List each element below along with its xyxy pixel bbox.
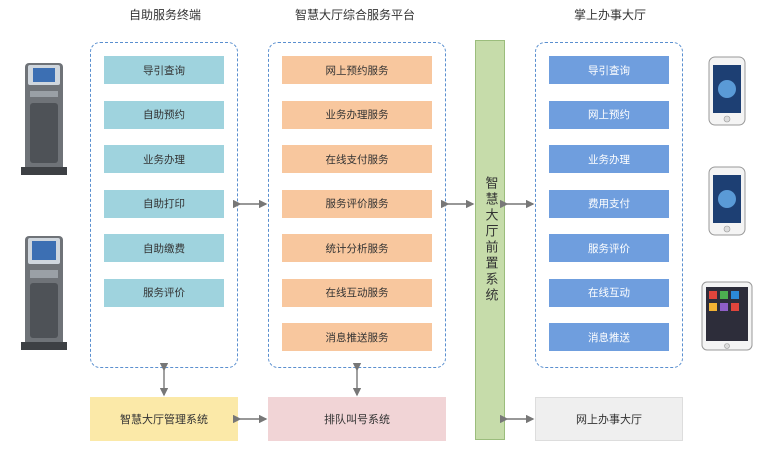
self-service-item-label: 自助打印: [143, 198, 185, 210]
platform-item-5: 统计分析服务: [282, 234, 432, 262]
self-service-item-label: 服务评价: [143, 287, 185, 299]
mobile-panel: [535, 42, 683, 368]
kiosk-icon: [21, 236, 67, 350]
mobile-item-3: 业务办理: [549, 145, 669, 173]
platform-item-label: 服务评价服务: [325, 198, 389, 210]
management-system-label: 智慧大厅管理系统: [120, 413, 208, 426]
self-service-item-label: 自助预约: [143, 109, 185, 121]
platform-item-1: 网上预约服务: [282, 56, 432, 84]
platform-item-label: 消息推送服务: [325, 331, 389, 344]
platform-item-6: 在线互动服务: [282, 278, 432, 307]
mobile-item-label: 导引查询: [588, 64, 630, 77]
front-system-label: 智慧大厅前置系统: [482, 176, 498, 304]
online-hall-box: 网上办事大厅: [535, 397, 683, 441]
mobile-item-label: 业务办理: [588, 153, 630, 166]
mobile-item-label: 服务评价: [588, 242, 630, 255]
kiosk-icon: [21, 63, 67, 175]
self-service-item-6: 服务评价: [104, 278, 224, 307]
mobile-item-1: 导引查询: [549, 56, 669, 84]
platform-item-label: 业务办理服务: [325, 109, 389, 121]
self-service-item-label: 导引查询: [143, 64, 185, 77]
self-service-item-label: 业务办理: [143, 153, 185, 166]
front-system-bar: 智慧大厅前置系统: [475, 40, 505, 440]
mobile-item-5: 服务评价: [549, 234, 669, 262]
mobile-item-label: 费用支付: [588, 198, 630, 210]
platform-item-4: 服务评价服务: [282, 189, 432, 218]
mobile-item-6: 在线互动: [549, 278, 669, 307]
mobile-item-2: 网上预约: [549, 100, 669, 129]
queue-system-box: 排队叫号系统: [268, 397, 446, 441]
platform-item-label: 在线互动服务: [325, 287, 389, 299]
management-system-box: 智慧大厅管理系统: [90, 397, 238, 441]
mobile-item-4: 费用支付: [549, 189, 669, 218]
phone-icon: [708, 56, 746, 126]
mobile-title: 掌上办事大厅: [573, 8, 646, 22]
platform-item-label: 在线支付服务: [325, 153, 389, 166]
online-hall-label: 网上办事大厅: [576, 413, 642, 426]
self-service-item-4: 自助打印: [104, 189, 224, 218]
mobile-item-7: 消息推送: [549, 323, 669, 351]
self-service-item-2: 自助预约: [104, 100, 224, 129]
self-service-item-3: 业务办理: [104, 145, 224, 173]
platform-item-7: 消息推送服务: [282, 323, 432, 351]
mobile-item-label: 消息推送: [588, 331, 630, 344]
phone-icon: [708, 166, 746, 236]
mobile-item-label: 网上预约: [588, 109, 630, 121]
self-service-item-5: 自助缴费: [104, 234, 224, 262]
tablet-icon: [701, 281, 753, 351]
queue-system-label: 排队叫号系统: [324, 413, 390, 426]
platform-item-label: 网上预约服务: [325, 64, 389, 77]
platform-item-2: 业务办理服务: [282, 100, 432, 129]
self-service-title: 自助服务终端: [128, 8, 201, 22]
platform-title: 智慧大厅综合服务平台: [294, 8, 415, 22]
platform-item-label: 统计分析服务: [325, 242, 389, 255]
platform-item-3: 在线支付服务: [282, 145, 432, 173]
self-service-item-label: 自助缴费: [143, 242, 185, 255]
self-service-item-1: 导引查询: [104, 56, 224, 84]
mobile-item-label: 在线互动: [588, 287, 630, 299]
